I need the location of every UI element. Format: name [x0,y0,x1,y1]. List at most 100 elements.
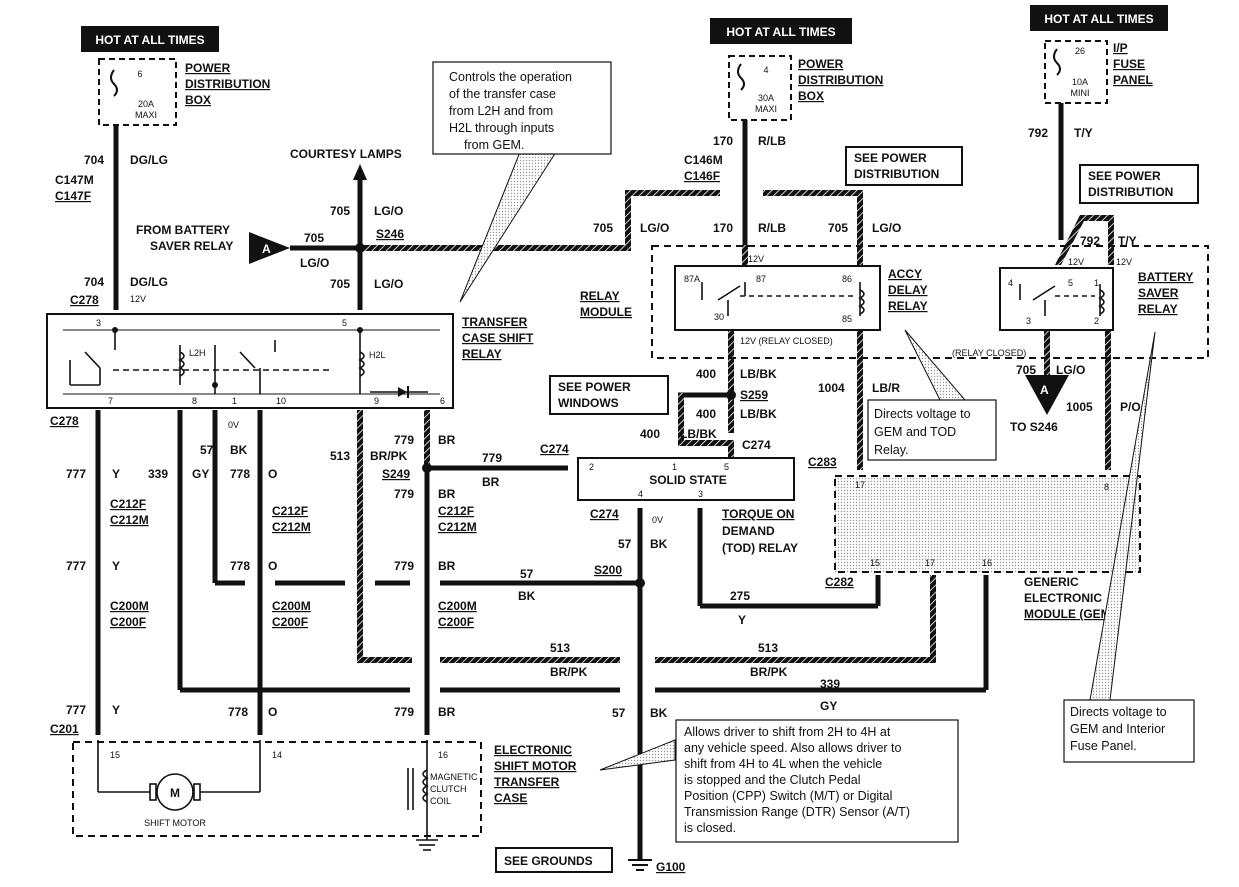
svg-text:C201: C201 [50,722,79,736]
svg-text:C212F: C212F [272,504,308,518]
svg-text:C146M: C146M [684,153,723,167]
svg-text:339: 339 [820,677,840,691]
svg-text:3: 3 [1026,316,1031,326]
svg-text:COIL: COIL [430,796,451,806]
fuse-pdb-middle: 4 30A MAXI POWER DISTRIBUTION BOX [728,55,883,121]
svg-text:57: 57 [612,706,626,720]
svg-text:C147F: C147F [55,189,91,203]
svg-text:S259: S259 [740,388,768,402]
note-accy-delay: Directs voltage to GEM and TOD Relay. [867,329,997,461]
accy-delay-relay: 87A 87 86 30 85 ACCY DELAY RELAY [674,265,928,331]
svg-text:DELAY: DELAY [888,283,928,297]
svg-text:6: 6 [137,69,142,79]
svg-text:RELAY: RELAY [462,347,502,361]
svg-text:1: 1 [232,396,237,406]
svg-text:T/Y: T/Y [1074,126,1093,140]
svg-text:PANEL: PANEL [1113,73,1153,87]
svg-text:8: 8 [1104,482,1109,492]
svg-text:H2L through inputs: H2L through inputs [449,121,554,135]
svg-text:792: 792 [1028,126,1048,140]
svg-text:Y: Y [112,703,120,717]
hot-label-text: HOT AT ALL TIMES [726,25,835,39]
solid-state-tod-relay: 2 1 5 4 3 SOLID STATE TORQUE ON DEMAND (… [577,457,798,555]
see-grounds: SEE GROUNDS [495,847,613,873]
svg-text:O: O [268,467,277,481]
svg-text:LG/O: LG/O [374,204,403,218]
svg-text:GY: GY [820,699,837,713]
svg-text:RELAY: RELAY [1138,302,1178,316]
battery-saver-relay: 4 5 1 3 2 BATTERY SAVER RELAY [999,267,1193,331]
svg-text:H2L: H2L [369,350,386,360]
svg-text:DEMAND: DEMAND [722,524,775,538]
svg-text:12V: 12V [1116,257,1132,267]
svg-text:MODULE (GEM): MODULE (GEM) [1024,607,1115,621]
transfer-case-shift-relay: L2H H2L 3 5 7 8 1 10 9 6 TRANSFER CASE S… [46,313,534,409]
svg-text:DG/LG: DG/LG [130,275,168,289]
svg-text:14: 14 [272,750,282,760]
hot-label-middle: HOT AT ALL TIMES [710,18,852,44]
svg-text:Transmission Range (DTR) Senso: Transmission Range (DTR) Sensor (A/T) [684,805,910,819]
svg-text:9: 9 [374,396,379,406]
svg-text:2: 2 [589,462,594,472]
svg-text:5: 5 [724,462,729,472]
svg-text:8: 8 [192,396,197,406]
svg-text:P/O: P/O [1120,400,1141,414]
svg-text:0V: 0V [228,420,239,430]
svg-text:POWER: POWER [798,57,844,71]
hot-label-right: HOT AT ALL TIMES [1030,5,1168,31]
svg-text:16: 16 [438,750,448,760]
svg-text:778: 778 [228,705,248,719]
svg-text:10: 10 [276,396,286,406]
svg-text:LB/BK: LB/BK [740,367,777,381]
svg-text:C200F: C200F [272,615,308,629]
see-power-windows: SEE POWER WINDOWS [549,375,669,415]
svg-text:Controls the operation: Controls the operation [449,70,572,84]
svg-text:DISTRIBUTION: DISTRIBUTION [185,77,270,91]
svg-text:FUSE: FUSE [1113,57,1145,71]
svg-text:DISTRIBUTION: DISTRIBUTION [798,73,883,87]
svg-text:C147M: C147M [55,173,94,187]
svg-text:6: 6 [440,396,445,406]
svg-text:Directs voltage to: Directs voltage to [1070,705,1167,719]
svg-text:705: 705 [330,277,350,291]
svg-text:85: 85 [842,314,852,324]
svg-text:779: 779 [394,487,414,501]
svg-text:BR: BR [438,487,456,501]
svg-text:3: 3 [96,318,101,328]
svg-text:GENERIC: GENERIC [1024,575,1079,589]
svg-text:COURTESY LAMPS: COURTESY LAMPS [290,147,402,161]
svg-text:of the transfer case: of the transfer case [449,87,556,101]
svg-text:TRANSFER: TRANSFER [462,315,528,329]
relay-module: RELAY MODULE [580,245,1209,359]
svg-text:57: 57 [200,443,214,457]
svg-text:LG/O: LG/O [872,221,901,235]
svg-text:POWER: POWER [185,61,231,75]
svg-text:15: 15 [110,750,120,760]
svg-text:S249: S249 [382,467,410,481]
svg-text:MODULE: MODULE [580,305,632,319]
svg-text:C274: C274 [540,442,569,456]
svg-text:1: 1 [1094,278,1099,288]
svg-text:DG/LG: DG/LG [130,153,168,167]
svg-text:57: 57 [520,567,534,581]
svg-text:BR/PK: BR/PK [550,665,588,679]
svg-text:LB/BK: LB/BK [680,427,717,441]
svg-text:FROM BATTERY: FROM BATTERY [136,223,230,237]
svg-text:BOX: BOX [798,89,824,103]
svg-text:L2H: L2H [189,348,206,358]
svg-text:MAXI: MAXI [135,110,157,120]
fuse-pdb-left: 6 20A MAXI POWER DISTRIBUTION BOX [98,58,270,126]
svg-text:86: 86 [842,274,852,284]
svg-text:779: 779 [482,451,502,465]
svg-text:705: 705 [828,221,848,235]
svg-text:R/LB: R/LB [758,134,786,148]
svg-text:CASE SHIFT: CASE SHIFT [462,331,534,345]
svg-text:513: 513 [550,641,570,655]
svg-text:Position (CPP) Switch (M/T) or: Position (CPP) Switch (M/T) or Digital [684,789,892,803]
svg-text:17: 17 [855,480,865,490]
svg-text:Fuse Panel.: Fuse Panel. [1070,739,1137,753]
svg-text:CASE: CASE [494,791,527,805]
svg-text:R/LB: R/LB [758,221,786,235]
svg-text:704: 704 [84,153,104,167]
